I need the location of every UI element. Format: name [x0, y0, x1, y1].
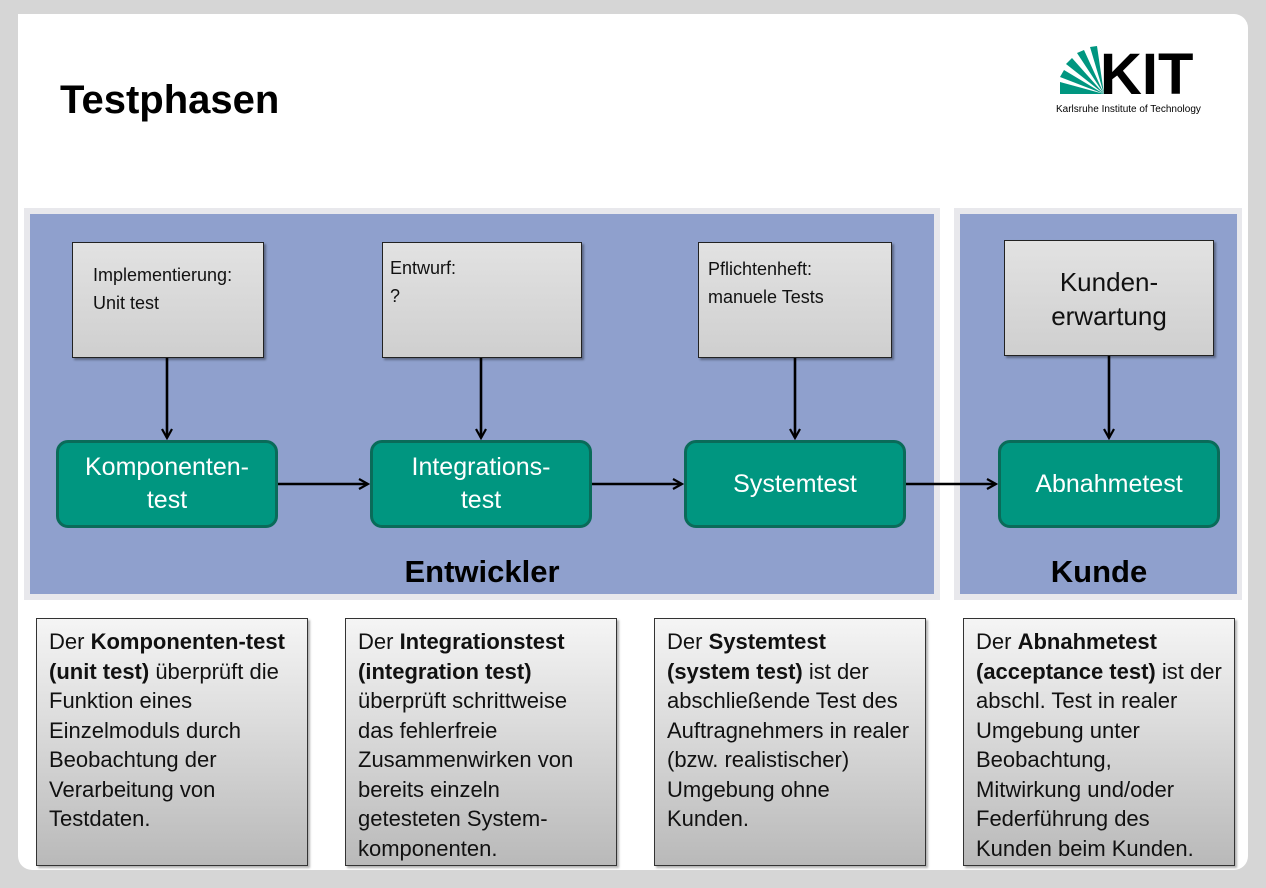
phase-line: Komponenten-	[84, 453, 249, 481]
desc-pre: Der	[49, 629, 91, 654]
kunde-label: Kunde	[1050, 554, 1148, 589]
phase-integrationstest: Integrations- test	[370, 440, 592, 528]
phase-line: test	[460, 486, 502, 514]
desc-pre: Der	[358, 629, 400, 654]
desc-term: Abnahmetest (acceptance test)	[976, 629, 1157, 684]
phase-line: Abnahmetest	[1035, 469, 1183, 498]
phase-line: Integrations-	[411, 453, 551, 481]
input-box-entwurf: Entwurf: ?	[382, 242, 582, 358]
entwickler-label: Entwickler	[404, 554, 560, 589]
phase-line: Systemtest	[733, 469, 857, 498]
input-box-line: Pflichtenheft:	[708, 259, 813, 279]
input-box-line: Entwurf:	[390, 258, 457, 278]
desc-text: ist der abschließende Test des Auftragne…	[667, 658, 910, 832]
phase-line: test	[146, 486, 188, 514]
desc-pre: Der	[976, 629, 1018, 654]
input-box-line: ?	[390, 286, 401, 306]
input-box-kundenerwartung: Kunden- erwartung	[1004, 240, 1214, 356]
logo-subtitle: Karlsruhe Institute of Technology	[1056, 104, 1201, 115]
phase-systemtest: Systemtest	[684, 440, 906, 528]
description-komponententest: Der Komponenten-test (unit test) überprü…	[36, 618, 308, 866]
phase-abnahmetest: Abnahmetest	[998, 440, 1220, 528]
input-box-pflichtenheft: Pflichtenheft: manuele Tests	[698, 242, 892, 358]
description-integrationstest: Der Integrationstest (integration test) …	[345, 618, 617, 866]
desc-text: ist der abschl. Test in realer Umgebung …	[976, 658, 1222, 861]
kit-logo: KIT Karlsruhe Institute of Technology	[1056, 42, 1216, 124]
kit-logo-icon: KIT	[1060, 42, 1193, 107]
desc-term: Integrationstest (integration test)	[358, 629, 565, 684]
desc-pre: Der	[667, 629, 709, 654]
logo-mark: KIT	[1100, 44, 1193, 104]
input-box-implementierung: Implementierung: Unit test	[72, 242, 264, 358]
input-box-line: Implementierung:	[93, 265, 233, 285]
input-box-line: Kunden-	[1059, 267, 1159, 297]
desc-text: überprüft die Funktion eines Einzelmodul…	[49, 658, 279, 832]
desc-text: überprüft schrittweise das fehlerfreie Z…	[358, 688, 574, 861]
desc-term: Systemtest (system test)	[667, 629, 826, 684]
page-title: Testphasen	[60, 78, 280, 122]
input-box-line: manuele Tests	[708, 287, 824, 307]
phase-komponententest: Komponenten- test	[56, 440, 278, 528]
desc-term: Komponenten-test (unit test)	[49, 629, 285, 684]
description-abnahmetest: Der Abnahmetest (acceptance test) ist de…	[963, 618, 1235, 866]
input-box-line: Unit test	[93, 293, 160, 313]
input-box-line: erwartung	[1051, 301, 1167, 331]
description-systemtest: Der Systemtest (system test) ist der abs…	[654, 618, 926, 866]
